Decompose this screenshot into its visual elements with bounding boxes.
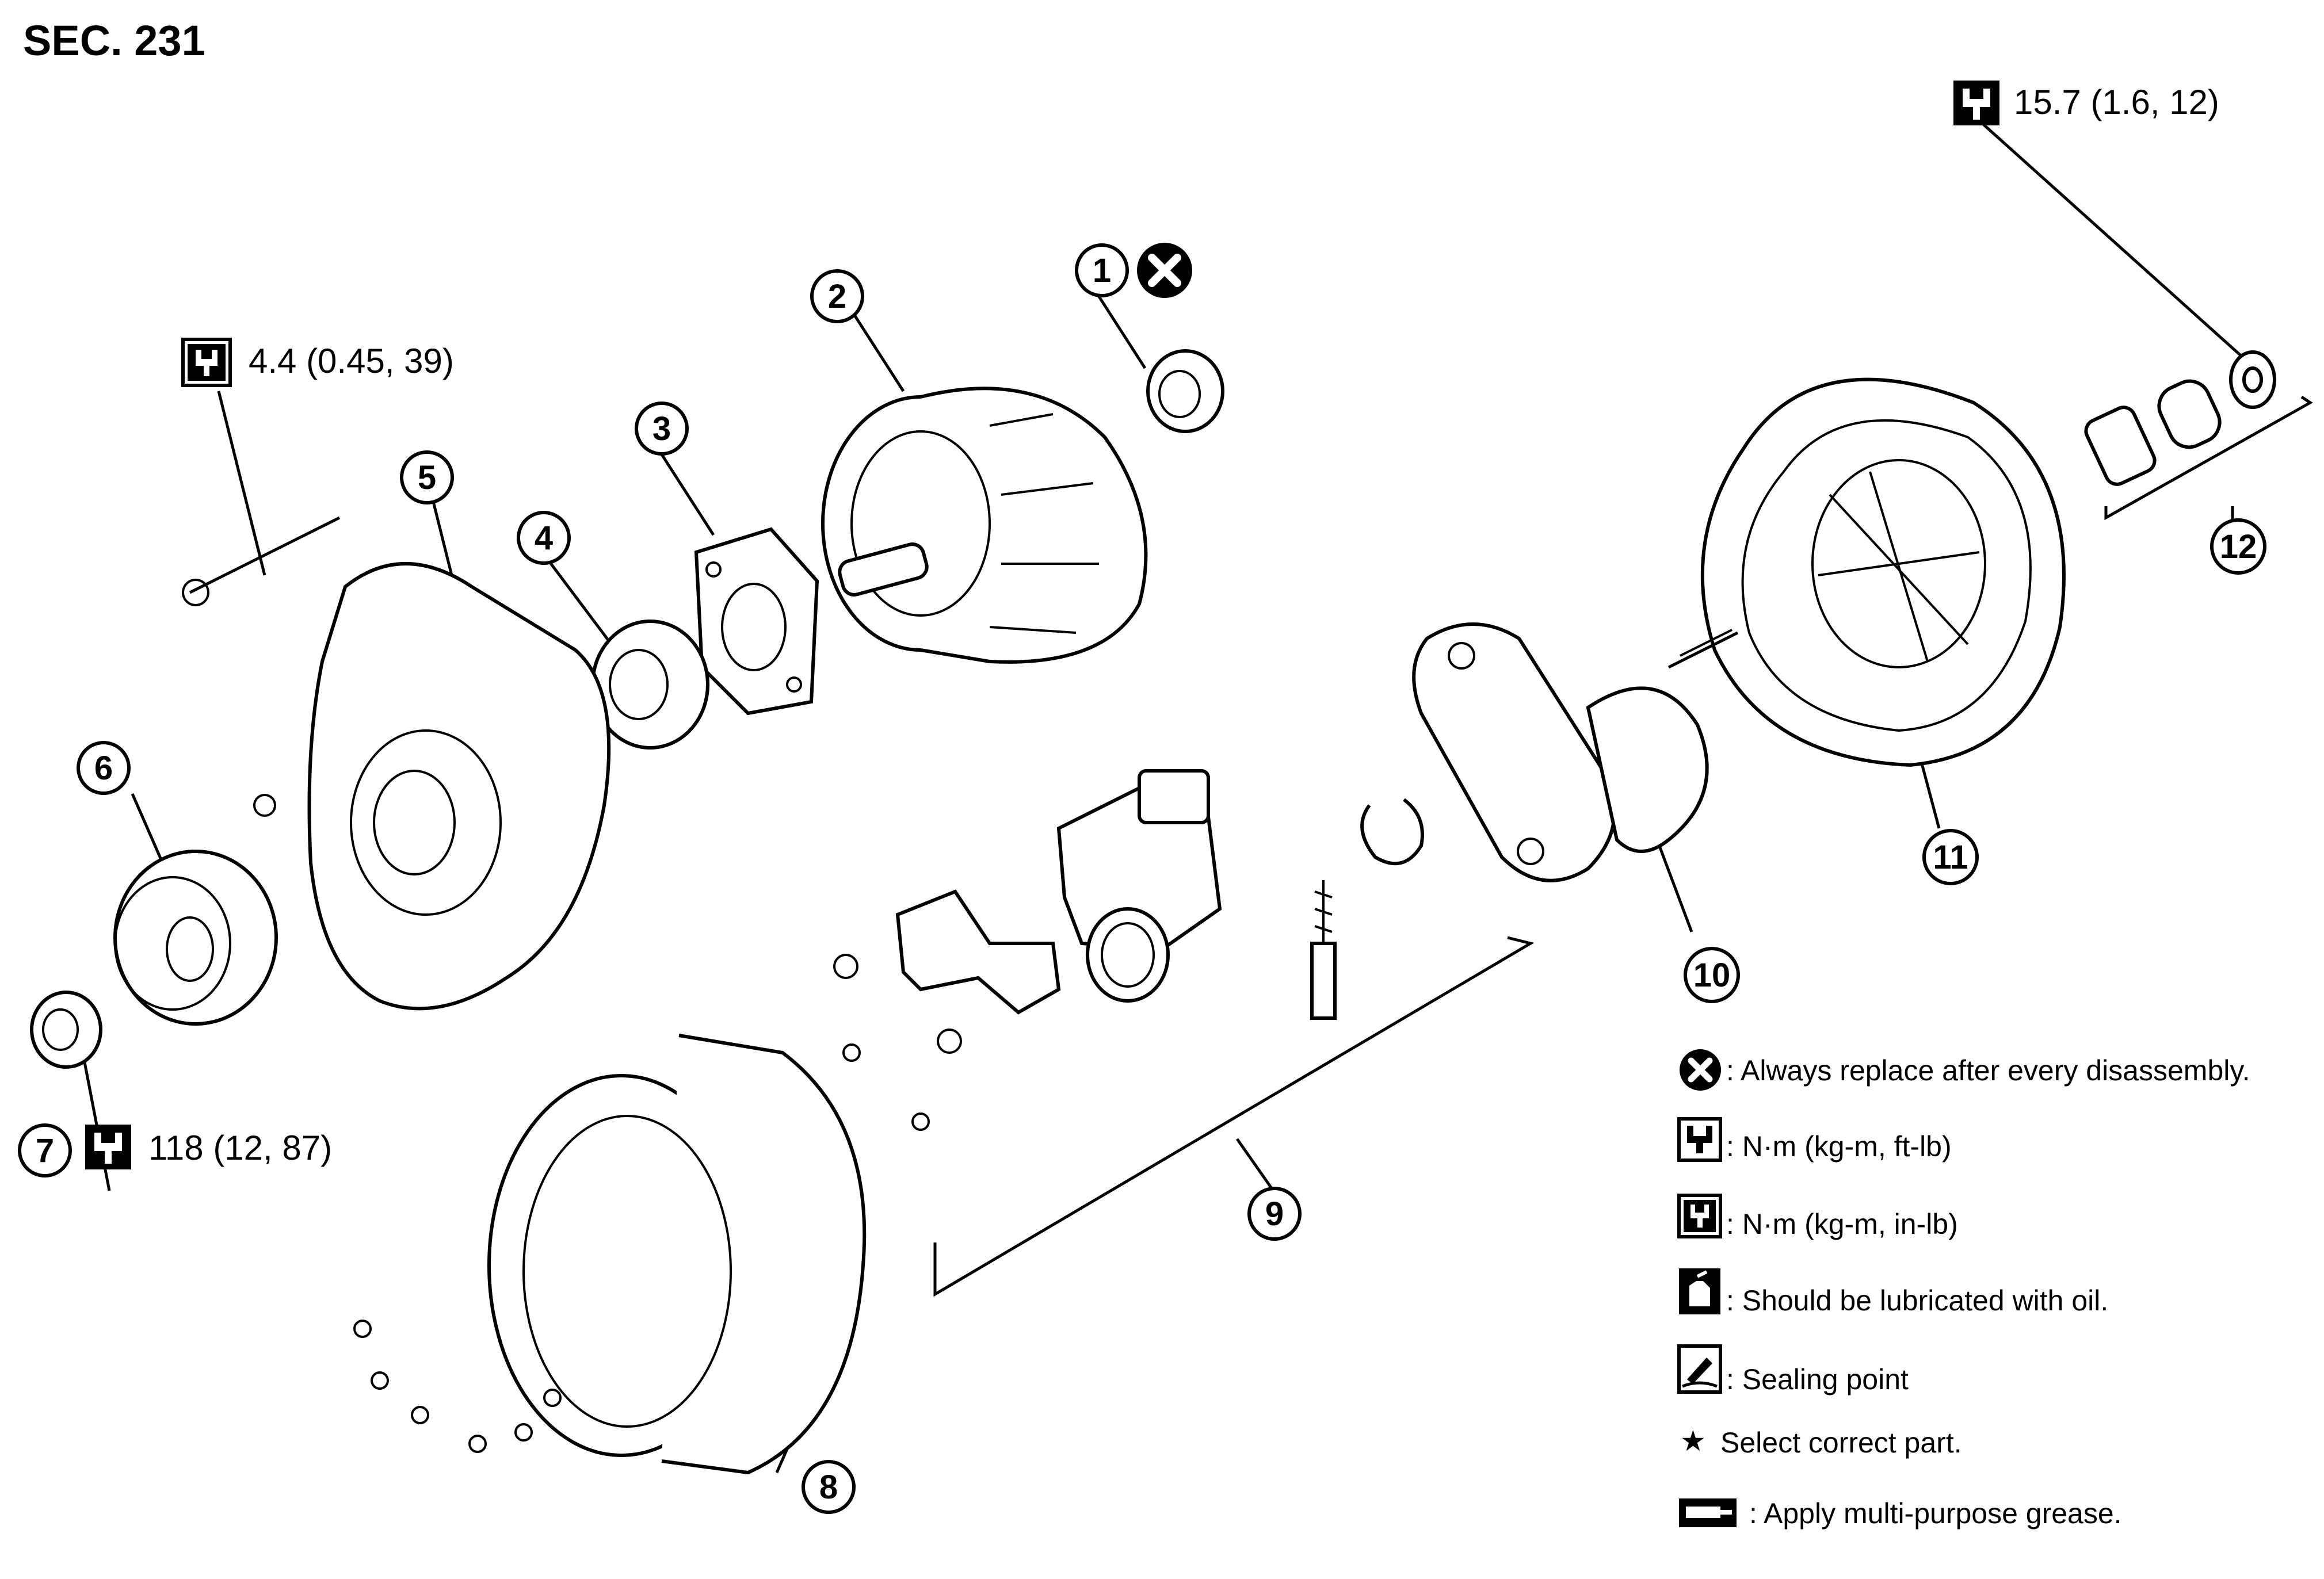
callout-2: 2 bbox=[810, 269, 864, 323]
sealing-icon bbox=[1677, 1344, 1722, 1394]
callout-6: 6 bbox=[77, 741, 131, 795]
callout-7-label: 7 bbox=[36, 1132, 54, 1169]
callout-4: 4 bbox=[517, 511, 571, 565]
part-4-front-bearing bbox=[591, 620, 709, 750]
bracket-12 bbox=[2104, 395, 2313, 521]
callout-9: 9 bbox=[1247, 1187, 1302, 1241]
part-3-retainer-plate bbox=[694, 527, 819, 716]
callout-1-label: 1 bbox=[1093, 252, 1111, 289]
oil-can-icon bbox=[1679, 1268, 1720, 1314]
callout-8-label: 8 bbox=[819, 1469, 838, 1506]
callout-8: 8 bbox=[802, 1460, 856, 1514]
callout-10-label: 10 bbox=[1693, 957, 1731, 994]
star-icon: ★ bbox=[1680, 1425, 1706, 1457]
legend-row-nm-ftlb: : N·m (kg-m, ft-lb) bbox=[1677, 1117, 1952, 1163]
callout-7: 7 bbox=[18, 1123, 72, 1177]
legend-row-nm-inlb: : N·m (kg-m, in-lb) bbox=[1677, 1194, 1958, 1240]
torque-value-2: 4.4 (0.45, 39) bbox=[249, 342, 454, 380]
callout-1: 1 bbox=[1075, 243, 1129, 297]
legend-row-replace: : Always replace after every disassembly… bbox=[1680, 1049, 2250, 1091]
legend-row-select: ★ Select correct part. bbox=[1680, 1425, 1962, 1459]
legend-replace-text: : Always replace after every disassembly… bbox=[1726, 1054, 2250, 1087]
replace-x-icon bbox=[1137, 243, 1192, 298]
part-2-rotor bbox=[821, 387, 1148, 664]
torque-wrench-alt-icon bbox=[1677, 1194, 1722, 1238]
legend-oil-text: : Should be lubricated with oil. bbox=[1726, 1284, 2108, 1317]
part-1-bearing bbox=[1146, 349, 1224, 433]
part-8-stator bbox=[353, 1034, 867, 1475]
torque-value-3: 118 (12, 87) bbox=[148, 1129, 332, 1167]
callout-3: 3 bbox=[635, 402, 689, 456]
section-label: SEC. 231 bbox=[23, 17, 205, 64]
torque-wrench-icon bbox=[85, 1125, 131, 1169]
legend-row-grease: : Apply multi-purpose grease. bbox=[1679, 1497, 2122, 1530]
snap-ring bbox=[1360, 798, 1424, 866]
grease-icon bbox=[1679, 1498, 1737, 1527]
replace-x-icon bbox=[1680, 1049, 1721, 1091]
callout-11-label: 11 bbox=[1933, 839, 1968, 876]
part-9-regulator-group bbox=[833, 769, 1222, 1131]
callout-4-label: 4 bbox=[535, 519, 553, 557]
torque-wrench-icon bbox=[1677, 1117, 1722, 1162]
legend-nm-inlb-text: : N·m (kg-m, in-lb) bbox=[1726, 1208, 1958, 1240]
torque-wrench-alt-icon bbox=[181, 338, 232, 387]
part-11-rear-cover bbox=[1700, 377, 2066, 767]
callout-2-label: 2 bbox=[828, 278, 846, 315]
part-10-rectifier bbox=[1412, 622, 1739, 882]
part-5-front-housing bbox=[182, 516, 611, 1011]
torque-label-3: 118 (12, 87) bbox=[85, 1125, 332, 1169]
part-7-pulley-nut bbox=[30, 991, 102, 1069]
torque-label-2: 4.4 (0.45, 39) bbox=[181, 338, 454, 387]
callout-6-label: 6 bbox=[94, 750, 113, 787]
legend-row-seal: : Sealing point bbox=[1677, 1344, 1909, 1396]
torque-value-1: 15.7 (1.6, 12) bbox=[2014, 83, 2219, 121]
part-12-terminal-set bbox=[2084, 350, 2276, 486]
callout-12: 12 bbox=[2210, 518, 2266, 575]
legend-select-text: Select correct part. bbox=[1720, 1427, 1962, 1459]
brush bbox=[1310, 880, 1337, 1020]
callout-10: 10 bbox=[1684, 947, 1740, 1003]
torque-label-1: 15.7 (1.6, 12) bbox=[1953, 81, 2219, 125]
part-6-pulley bbox=[113, 850, 278, 1026]
callout-11: 11 bbox=[1922, 829, 1979, 885]
callout-12-label: 12 bbox=[2220, 528, 2257, 565]
callout-9-label: 9 bbox=[1265, 1195, 1284, 1233]
legend: : Always replace after every disassembly… bbox=[1677, 1049, 2250, 1530]
legend-row-oil: : Should be lubricated with oil. bbox=[1679, 1268, 2108, 1317]
callout-5-label: 5 bbox=[418, 459, 436, 496]
legend-seal-text: : Sealing point bbox=[1726, 1363, 1909, 1396]
legend-grease-text: : Apply multi-purpose grease. bbox=[1749, 1497, 2122, 1530]
callout-3-label: 3 bbox=[652, 410, 671, 448]
legend-nm-ftlb-text: : N·m (kg-m, ft-lb) bbox=[1726, 1130, 1952, 1163]
torque-wrench-icon bbox=[1953, 81, 1999, 125]
bracket-9 bbox=[933, 936, 1535, 1297]
callout-5: 5 bbox=[400, 450, 454, 504]
